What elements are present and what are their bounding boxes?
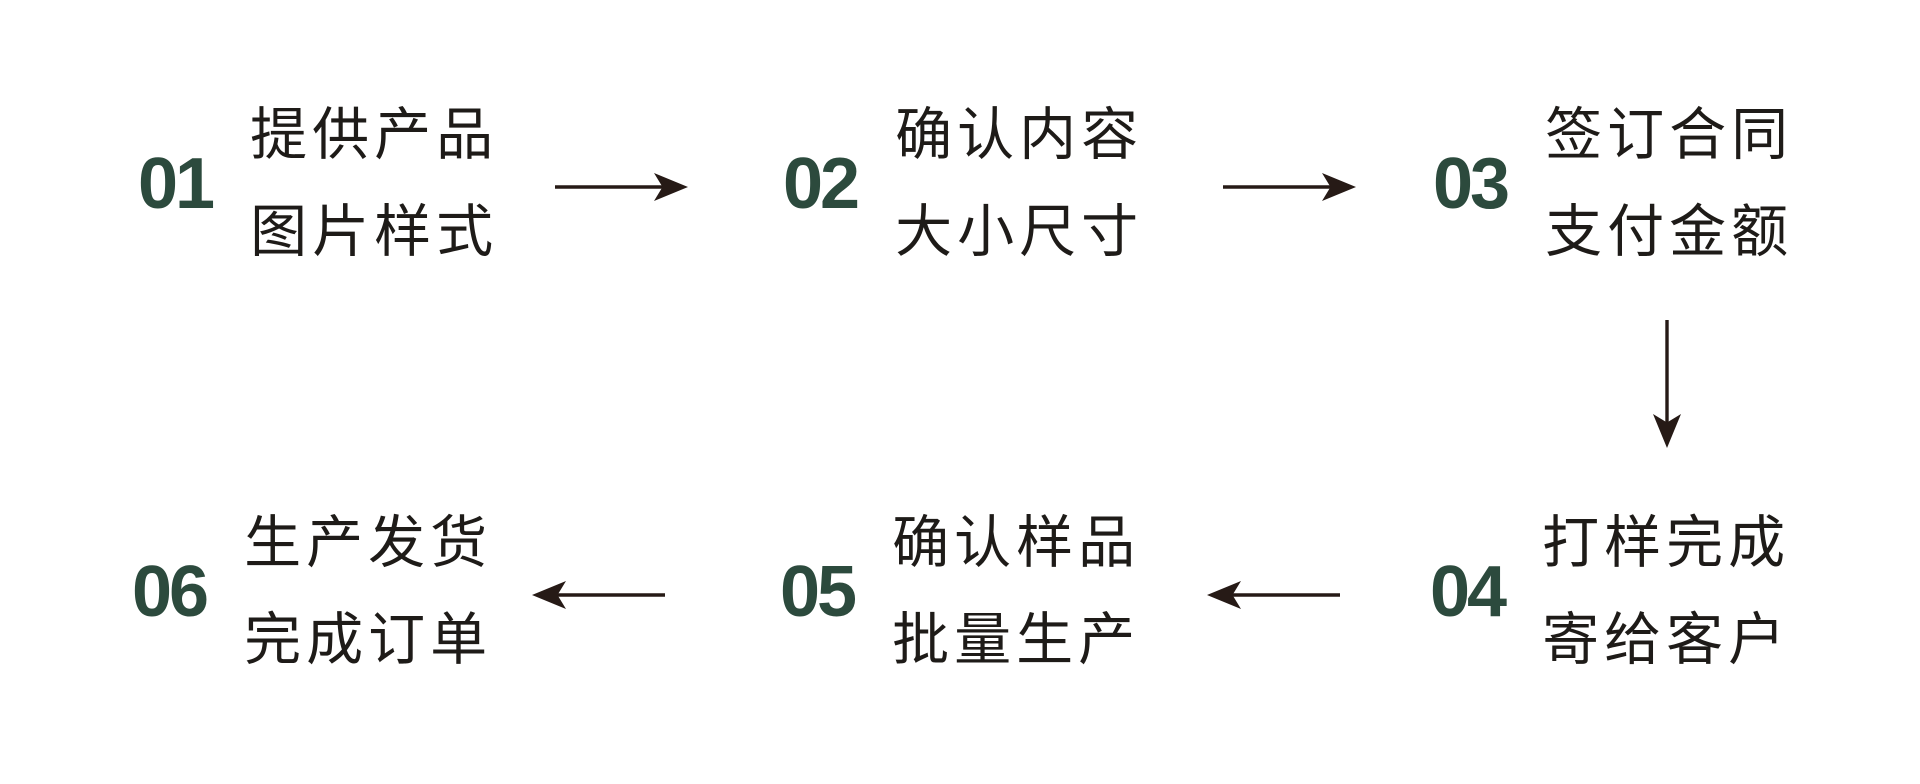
step-04-text: 打样完成 寄给客户 — [1542, 495, 1790, 689]
step-05-text: 确认样品 批量生产 — [892, 495, 1140, 689]
arrow-right-01-02-icon — [555, 169, 688, 205]
step-04: 04 打样完成 寄给客户 — [1430, 495, 1790, 689]
step-06-line1: 生产发货 — [244, 511, 493, 575]
step-03-line2: 支付金额 — [1545, 200, 1794, 264]
arrow-down-03-04-icon — [1649, 320, 1685, 448]
step-04-line1: 打样完成 — [1542, 511, 1791, 575]
step-03-line1: 签订合同 — [1545, 103, 1794, 167]
step-02-number: 02 — [783, 144, 860, 224]
step-06-line2: 完成订单 — [244, 608, 493, 672]
step-02-line1: 确认内容 — [895, 103, 1144, 167]
step-01-number: 01 — [138, 144, 215, 224]
step-03-text: 签订合同 支付金额 — [1545, 87, 1793, 281]
step-01: 01 提供产品 图片样式 — [138, 87, 498, 281]
step-02: 02 确认内容 大小尺寸 — [783, 87, 1143, 281]
step-01-line2: 图片样式 — [250, 200, 499, 264]
step-02-text: 确认内容 大小尺寸 — [895, 87, 1143, 281]
step-02-line2: 大小尺寸 — [895, 200, 1144, 264]
step-04-line2: 寄给客户 — [1542, 608, 1791, 672]
step-01-line1: 提供产品 — [250, 103, 499, 167]
arrow-right-02-03-icon — [1223, 169, 1356, 205]
step-03-number: 03 — [1433, 144, 1510, 224]
step-06-number: 06 — [132, 552, 209, 632]
arrow-left-05-06-icon — [532, 577, 665, 613]
step-06: 06 生产发货 完成订单 — [132, 495, 492, 689]
arrow-left-04-05-icon — [1207, 577, 1340, 613]
step-01-text: 提供产品 图片样式 — [250, 87, 498, 281]
step-03: 03 签订合同 支付金额 — [1433, 87, 1793, 281]
step-05-number: 05 — [780, 552, 857, 632]
step-05-line2: 批量生产 — [892, 608, 1141, 672]
step-06-text: 生产发货 完成订单 — [244, 495, 492, 689]
step-04-number: 04 — [1430, 552, 1507, 632]
step-05-line1: 确认样品 — [892, 511, 1141, 575]
step-05: 05 确认样品 批量生产 — [780, 495, 1140, 689]
